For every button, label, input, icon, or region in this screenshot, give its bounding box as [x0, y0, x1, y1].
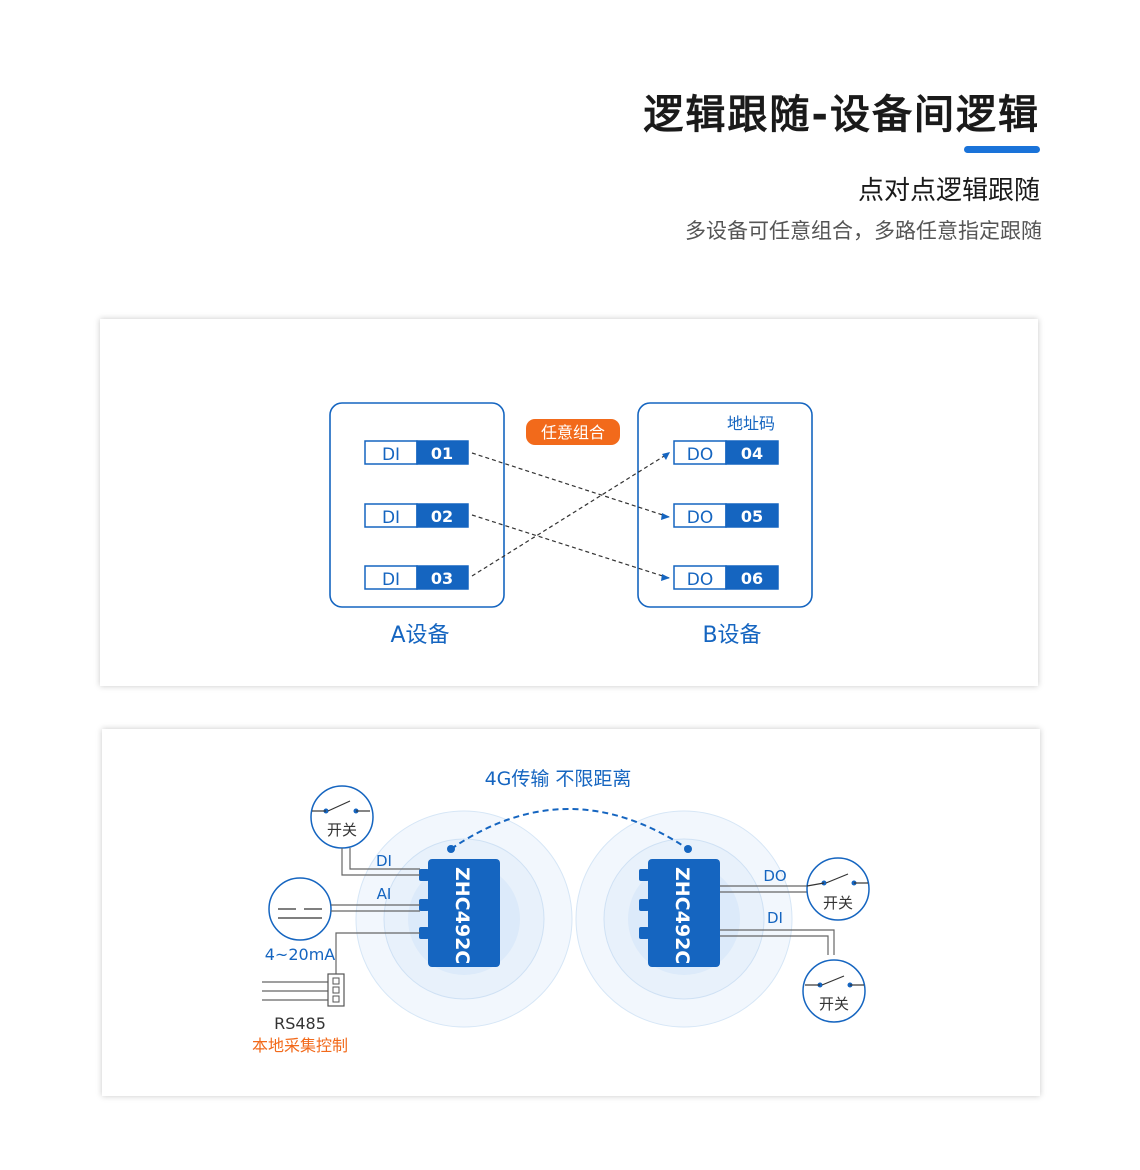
- di-wire: [341, 848, 420, 876]
- local-control-label: 本地采集控制: [252, 1036, 348, 1055]
- link-arrowhead: [661, 513, 670, 520]
- 4g-link-label: 4G传输 不限距离: [485, 768, 632, 790]
- link-arrowhead: [662, 452, 670, 460]
- port-type-label: DI: [382, 508, 400, 528]
- current-range-label: 4~20mA: [265, 945, 336, 964]
- device-a-port-3: DI 03: [364, 565, 469, 590]
- antenna-left-dot: [447, 845, 455, 853]
- logic-diagram-panel: DI 01 DI 02 DI 03 A设备 地址码 DO 04 DO: [100, 319, 1038, 686]
- port-code-label: 04: [741, 444, 763, 463]
- port-code-label: 06: [741, 569, 763, 588]
- right-switch-top: 开关: [806, 857, 870, 921]
- right-di-label: DI: [767, 909, 783, 927]
- logic-diagram: DI 01 DI 02 DI 03 A设备 地址码 DO 04 DO: [329, 402, 813, 648]
- left-switch: 开关: [310, 785, 374, 849]
- left-ai-label: AI: [377, 885, 392, 903]
- combo-badge: [526, 419, 620, 445]
- link-03-to-04: [471, 452, 670, 577]
- module-name-label: ZHC492C: [671, 867, 693, 964]
- port-code-label: 01: [431, 444, 453, 463]
- page-subtitle: 点对点逻辑跟随: [857, 176, 1040, 206]
- 4g-link-arc: [450, 808, 689, 850]
- right-do-label: DO: [763, 867, 786, 885]
- device-b-port-4: DO 04: [673, 440, 779, 465]
- right-switch-bottom-label: 开关: [819, 995, 849, 1013]
- address-code-label: 地址码: [727, 414, 775, 433]
- port-type-label: DI: [382, 445, 400, 465]
- title-accent-bar: [964, 146, 1040, 153]
- right-module: ZHC492C: [639, 859, 720, 967]
- right-di-wire: [720, 935, 829, 955]
- network-diagram: 4G传输 不限距离 ZHC492C ZHC492C 开关: [252, 768, 870, 1055]
- module-name-label: ZHC492C: [451, 867, 473, 964]
- di-wire: [349, 848, 420, 870]
- device-a-label: A设备: [390, 623, 449, 648]
- right-switch-top-label: 开关: [823, 894, 853, 912]
- port-code-label: 02: [431, 507, 453, 526]
- antenna-right-dot: [684, 845, 692, 853]
- rs485-terminal: [262, 973, 345, 1007]
- analog-sensor: [268, 877, 332, 941]
- device-b-port-5: DO 05: [673, 503, 779, 528]
- left-di-label: DI: [376, 852, 392, 870]
- rs485-wire: [335, 932, 420, 975]
- combo-badge-label: 任意组合: [541, 423, 605, 442]
- port-code-label: 05: [741, 507, 763, 526]
- device-a-port-2: DI 02: [364, 503, 469, 528]
- rs485-label: RS485: [274, 1014, 326, 1033]
- page-description: 多设备可任意组合，多路任意指定跟随: [685, 219, 1042, 243]
- port-type-label: DO: [687, 508, 713, 528]
- port-type-label: DO: [687, 445, 713, 465]
- page-title: 逻辑跟随-设备间逻辑: [643, 92, 1040, 138]
- left-module: ZHC492C: [419, 859, 500, 967]
- right-di-wire: [720, 929, 835, 955]
- device-b-label: B设备: [702, 623, 761, 648]
- left-switch-label: 开关: [327, 821, 357, 839]
- port-type-label: DI: [382, 570, 400, 590]
- right-switch-bottom: 开关: [802, 959, 866, 1023]
- link-arrowhead: [661, 574, 670, 581]
- port-type-label: DO: [687, 570, 713, 590]
- port-code-label: 03: [431, 569, 453, 588]
- network-diagram-panel: 4G传输 不限距离 ZHC492C ZHC492C 开关: [102, 729, 1040, 1096]
- device-b-port-6: DO 06: [673, 565, 779, 590]
- device-a-port-1: DI 01: [364, 440, 469, 465]
